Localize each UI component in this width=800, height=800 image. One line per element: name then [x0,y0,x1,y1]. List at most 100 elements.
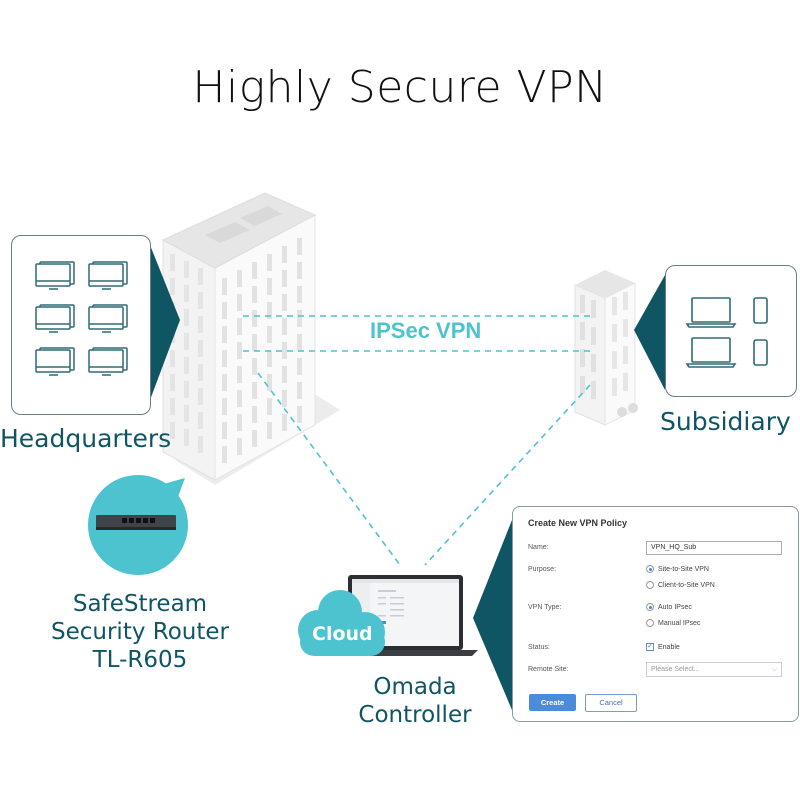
window [297,406,302,423]
window [612,378,617,396]
desktop-icon [88,347,128,376]
window [237,318,242,335]
laptop-icon [691,337,731,363]
window [252,310,257,327]
window [267,326,272,343]
subsidiary-device-card [665,265,797,397]
router-label-line3: TL-R605 [92,647,188,673]
window [198,268,203,285]
window [198,388,203,405]
chevron-down-icon: ⌵ [771,666,777,673]
create-button[interactable]: Create [529,694,576,711]
window [237,294,242,311]
vpn-type-label: VPN Type: [528,604,562,611]
name-label: Name: [528,544,549,551]
window [623,319,628,337]
cloud-icon [298,590,385,656]
window [198,340,203,357]
vpn-type-auto-ipsec-radio[interactable]: Auto IPsec [646,603,692,611]
window [282,342,287,359]
window [580,322,585,340]
window [184,309,189,326]
window [222,326,227,343]
window [297,334,302,351]
status-enable-checkbox[interactable]: ✓ Enable [646,643,680,651]
window [591,354,596,372]
window [267,302,272,319]
create-vpn-policy-form: Create New VPN Policy Name: VPN_HQ_Sub P… [512,506,799,722]
window [282,390,287,407]
headquarters-label: Headquarters [0,424,172,453]
window [184,261,189,278]
phone-icon [753,339,768,366]
window [297,382,302,399]
omada-controller-label: Omada Controller [330,673,500,729]
purpose-site-to-site-radio[interactable]: Site-to-Site VPN [646,565,709,573]
window [252,358,257,375]
window [612,297,617,315]
window [282,294,287,311]
window [237,414,242,431]
window [252,262,257,279]
window [170,254,175,271]
radio-selected-icon [646,603,654,611]
window [282,318,287,335]
window [170,374,175,391]
remote-site-placeholder: Please Select... [651,666,700,673]
cancel-button[interactable]: Cancel [585,694,637,712]
window [591,381,596,399]
window [297,238,302,255]
window [198,436,203,453]
window [222,422,227,439]
window [170,398,175,415]
omada-label-line1: Omada [373,674,457,700]
window [222,446,227,463]
checkmark-icon: ✓ [646,643,654,651]
desktop-icon [35,347,75,376]
window [252,334,257,351]
window [237,438,242,455]
window [267,398,272,415]
purpose-client-to-site-radio[interactable]: Client-to-Site VPN [646,581,715,589]
window [580,376,585,394]
subsidiary-label: Subsidiary [660,407,791,436]
hq-device-grid [35,261,128,376]
window [184,357,189,374]
window [237,270,242,287]
remote-site-label: Remote Site: [528,666,569,673]
omada-label-line2: Controller [358,702,472,728]
window [580,295,585,313]
window [612,351,617,369]
radio-unselected-icon [646,619,654,627]
window [222,350,227,367]
window [580,349,585,367]
window [184,285,189,302]
sub-controller-line [424,384,591,566]
window [623,346,628,364]
vpn-type-option-label: Manual IPsec [658,619,701,627]
form-pointer [473,520,512,710]
window [282,414,287,431]
remote-site-select[interactable]: Please Select... ⌵ [646,662,782,677]
hq-controller-line [257,372,401,566]
name-input[interactable]: VPN_HQ_Sub [646,541,782,555]
purpose-option-label: Client-to-Site VPN [658,581,715,589]
desktop-icon [35,261,75,290]
window [297,310,302,327]
window [267,350,272,367]
radio-selected-icon [646,565,654,573]
window [222,278,227,295]
window [222,398,227,415]
window [170,422,175,439]
window [170,350,175,367]
hq-pointer [150,245,180,400]
window [297,262,302,279]
subsidiary-pointer [634,275,665,390]
window [198,316,203,333]
laptop-icon-base [685,363,737,368]
window [282,270,287,287]
subsidiary-windows [580,292,628,399]
vpn-tunnel-lines [243,315,595,566]
vpn-type-manual-ipsec-radio[interactable]: Manual IPsec [646,619,700,627]
window [297,358,302,375]
